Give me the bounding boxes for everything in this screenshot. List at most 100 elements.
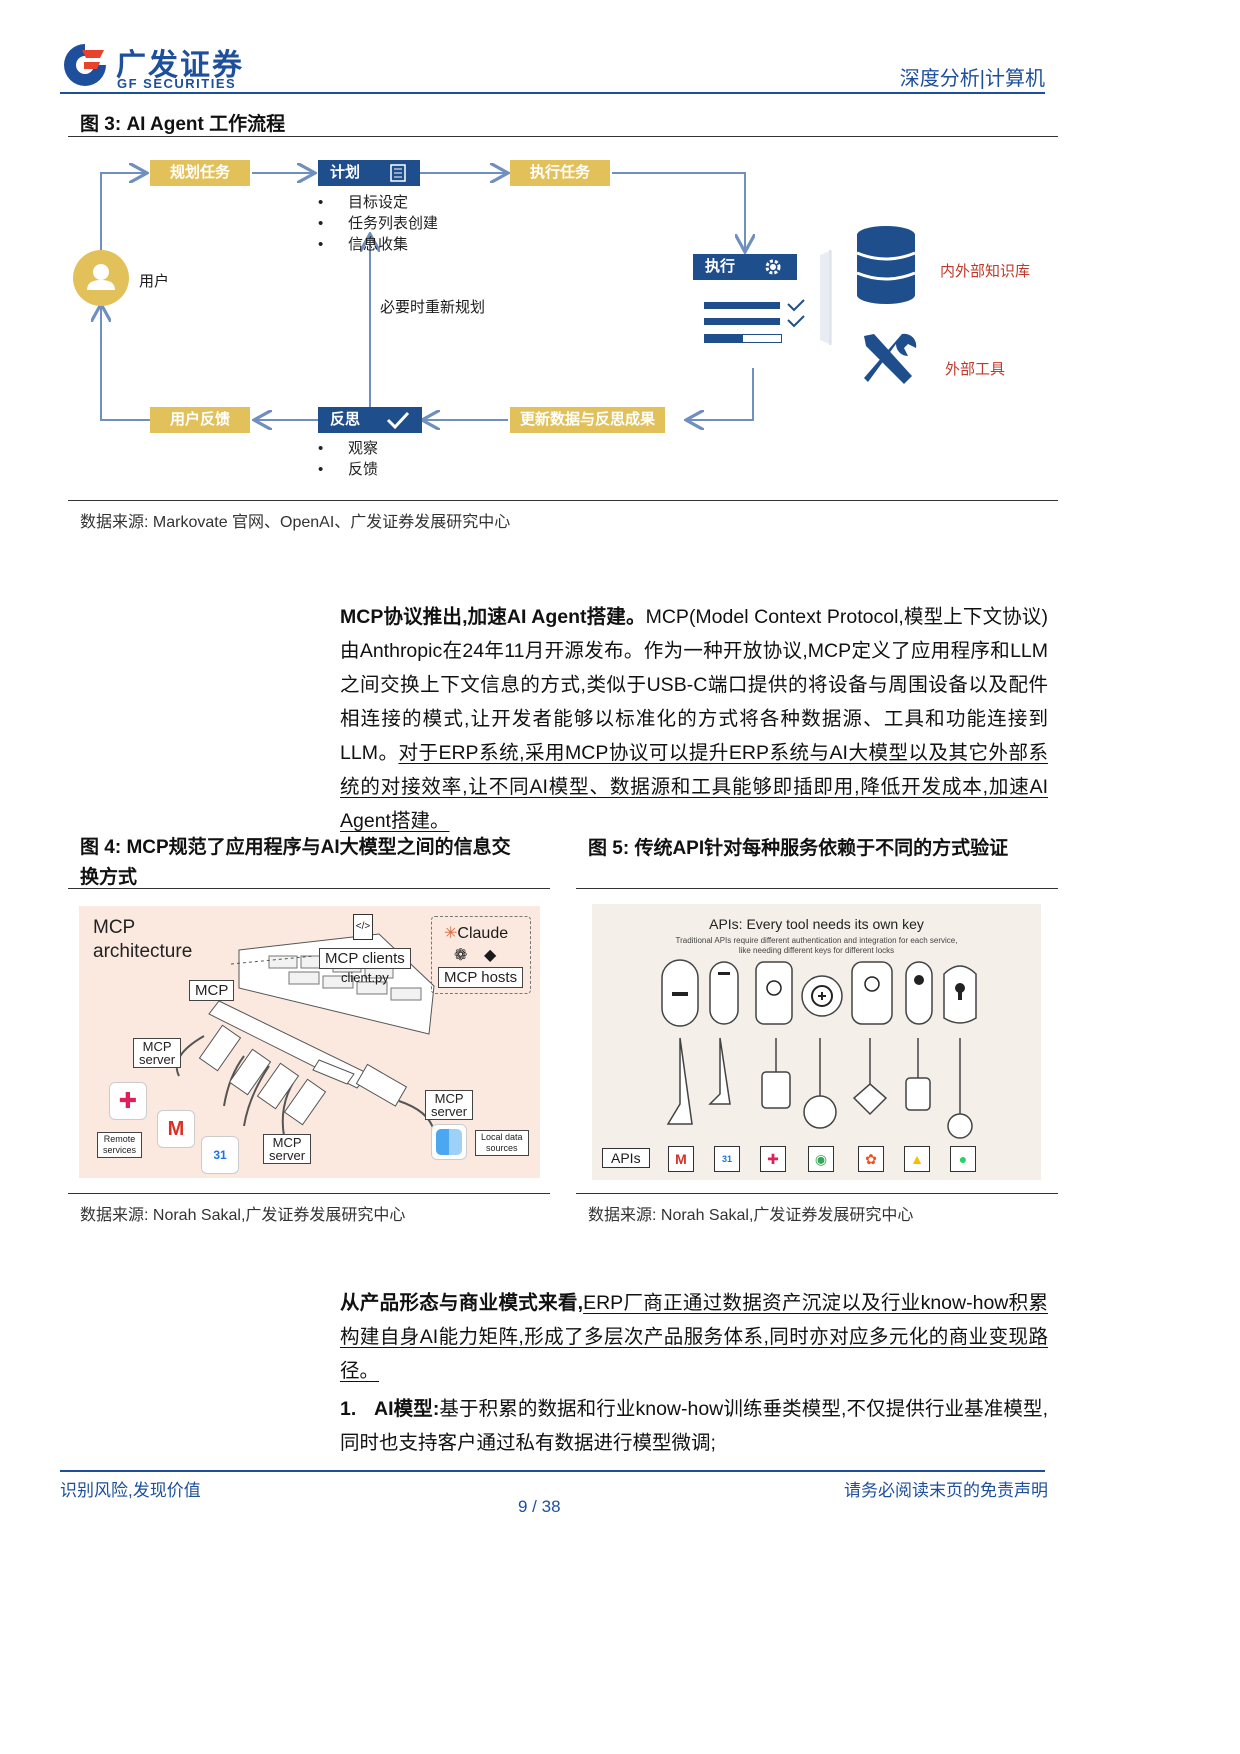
arch-line1: MCP xyxy=(93,917,136,938)
figure-3-source: 数据来源: Markovate 官网、OpenAI、广发证券发展研究中心 xyxy=(80,514,511,531)
mcp-clients-box: MCP clients xyxy=(319,948,411,969)
figure-4-title-line2: 换方式 xyxy=(80,867,138,888)
figure-5-source: 数据来源: Norah Sakal,广发证券发展研究中心 xyxy=(588,1207,914,1224)
mcp-hosts-group: ✳Claude ❁ ◆ MCP hosts xyxy=(431,916,531,994)
maps-icon: ◉ xyxy=(808,1146,834,1172)
gmail-icon: M xyxy=(157,1110,195,1148)
remote-line2: services xyxy=(103,1145,137,1155)
mcp-paragraph-body: MCP(Model Context Protocol,模型上下文协议)由Anth… xyxy=(340,606,1048,764)
logo-chinese: 广发证券 xyxy=(116,48,244,83)
company-logo: 广发证券 GF SECURITIES xyxy=(60,40,260,92)
mcp-architecture-heading: MCP architecture xyxy=(93,916,192,964)
footer-disclaimer: 请务必阅读末页的免责声明 xyxy=(844,1481,1048,1500)
figure-4-title: 图 4: MCP规范了应用程序与AI大模型之间的信息交 换方式 xyxy=(80,833,511,893)
finder-icon xyxy=(431,1124,467,1160)
api-keys-illustration: APIs: Every tool needs its own key Tradi… xyxy=(592,904,1041,1180)
product-paragraph-underline: ERP厂商正通过数据资产沉淀以及行业know-how积累构建自身AI能力矩阵,形… xyxy=(340,1292,1048,1382)
list-item-number: 1. xyxy=(340,1398,357,1420)
arch-line2: architecture xyxy=(93,941,193,962)
list-item-1: 1.AI模型:基于积累的数据和行业know-how训练垂类模型,不仅提供行业基准… xyxy=(340,1392,1048,1460)
execute-tag: 执行 xyxy=(693,254,797,280)
knowledge-base-label: 内外部知识库 xyxy=(940,263,1031,280)
tools-icon xyxy=(858,330,920,397)
mcp-server-a-line2: server xyxy=(139,1052,176,1067)
reflect-items: 观察 反馈 xyxy=(318,438,378,480)
plan-task-tag: 规划任务 xyxy=(150,160,251,186)
slack-icon: ✚ xyxy=(109,1082,147,1120)
reflect-label: 反思 xyxy=(330,411,361,428)
reflect-tag: 反思 xyxy=(318,407,422,433)
claude-label: ✳Claude xyxy=(444,923,508,943)
plan-item: 信息收集 xyxy=(318,234,438,255)
client-py-label: client.py xyxy=(341,970,389,985)
whatsapp-icon: ● xyxy=(950,1146,976,1172)
local-line1: Local data xyxy=(481,1132,523,1142)
figure-5-title: 图 5: 传统API针对每种服务依赖于不同的方式验证 xyxy=(588,838,1009,859)
remote-line1: Remote xyxy=(103,1134,136,1144)
logo-english: GF SECURITIES xyxy=(117,76,237,91)
claude-text: Claude xyxy=(457,925,509,942)
external-tools-label: 外部工具 xyxy=(945,361,1006,378)
footer-divider xyxy=(60,1470,1045,1472)
local-line2: sources xyxy=(486,1143,518,1153)
database-icon xyxy=(855,225,917,310)
mcp-paragraph-lead: MCP协议推出,加速AI Agent搭建。 xyxy=(340,606,646,628)
product-paragraph: 从产品形态与商业模式来看,ERP厂商正通过数据资产沉淀以及行业know-how积… xyxy=(340,1286,1048,1388)
workflow-arrows xyxy=(0,0,832,520)
calendar-icon: 31 xyxy=(201,1136,239,1174)
page-number: 9 / 38 xyxy=(518,1497,561,1516)
cursor-icon: ◆ xyxy=(484,947,497,964)
figure-3-title: 图 3: AI Agent 工作流程 xyxy=(80,114,286,135)
figure-5-bottom-rule xyxy=(576,1193,1058,1194)
mcp-server-c-line1: MCP xyxy=(272,1135,302,1150)
calendar-icon: 31 xyxy=(714,1146,740,1172)
execute-label: 执行 xyxy=(705,258,736,275)
replan-label: 必要时重新规划 xyxy=(380,299,486,316)
api-sub-line1: Traditional APIs require different authe… xyxy=(675,936,958,945)
mcp-server-a-line1: MCP xyxy=(142,1039,172,1054)
user-label: 用户 xyxy=(139,273,170,290)
plan-item: 任务列表创建 xyxy=(318,213,438,234)
figure-4-title-line1: 图 4: MCP规范了应用程序与AI大模型之间的信息交 xyxy=(80,837,511,858)
api-sub-line2: like needing different keys for differen… xyxy=(738,946,895,955)
plan-items: 目标设定 任务列表创建 信息收集 xyxy=(318,192,438,255)
mcp-architecture-illustration: MCP architecture </> MCP clients client.… xyxy=(79,906,540,1178)
product-paragraph-lead: 从产品形态与商业模式来看, xyxy=(340,1292,584,1314)
slack-icon: ✚ xyxy=(760,1146,786,1172)
mcp-paragraph: MCP协议推出,加速AI Agent搭建。MCP(Model Context P… xyxy=(340,600,1048,838)
claude-icon: ✳ xyxy=(444,925,458,942)
section-label: 深度分析|计算机 xyxy=(899,68,1045,90)
reflect-item: 反馈 xyxy=(318,459,378,480)
locks-and-keys-icon xyxy=(661,959,977,1139)
figure-4-source: 数据来源: Norah Sakal,广发证券发展研究中心 xyxy=(80,1207,406,1224)
openai-icon: ❁ xyxy=(454,947,468,964)
apis-box: APIs xyxy=(602,1148,650,1168)
checkmark-icon xyxy=(386,411,410,429)
mcp-hosts-box: MCP hosts xyxy=(438,967,524,988)
code-file-icon: </> xyxy=(353,914,373,940)
mcp-server-c-line2: server xyxy=(269,1148,306,1163)
exec-task-tag: 执行任务 xyxy=(510,160,611,186)
header-divider xyxy=(60,92,1045,94)
update-tag: 更新数据与反思成果 xyxy=(510,407,666,433)
drive-icon: ▲ xyxy=(904,1146,930,1172)
mcp-server-b-line1: MCP xyxy=(434,1091,464,1106)
checklist-icon xyxy=(390,164,406,182)
logo-mark-icon xyxy=(64,44,106,86)
figure-3-top-rule xyxy=(68,136,1058,137)
plan-item: 目标设定 xyxy=(318,192,438,213)
mcp-box: MCP xyxy=(189,980,235,1001)
gmail-icon: M xyxy=(668,1146,694,1172)
plan-tag: 计划 xyxy=(318,160,420,186)
footer-slogan: 识别风险,发现价值 xyxy=(60,1481,201,1500)
reflect-item: 观察 xyxy=(318,438,378,459)
gear-icon xyxy=(765,259,781,275)
figure-4-top-rule xyxy=(68,888,550,889)
list-item-text: 基于积累的数据和行业know-how训练垂类模型,不仅提供行业基准模型,同时也支… xyxy=(340,1398,1048,1454)
figure-3-bottom-rule xyxy=(68,500,1058,501)
